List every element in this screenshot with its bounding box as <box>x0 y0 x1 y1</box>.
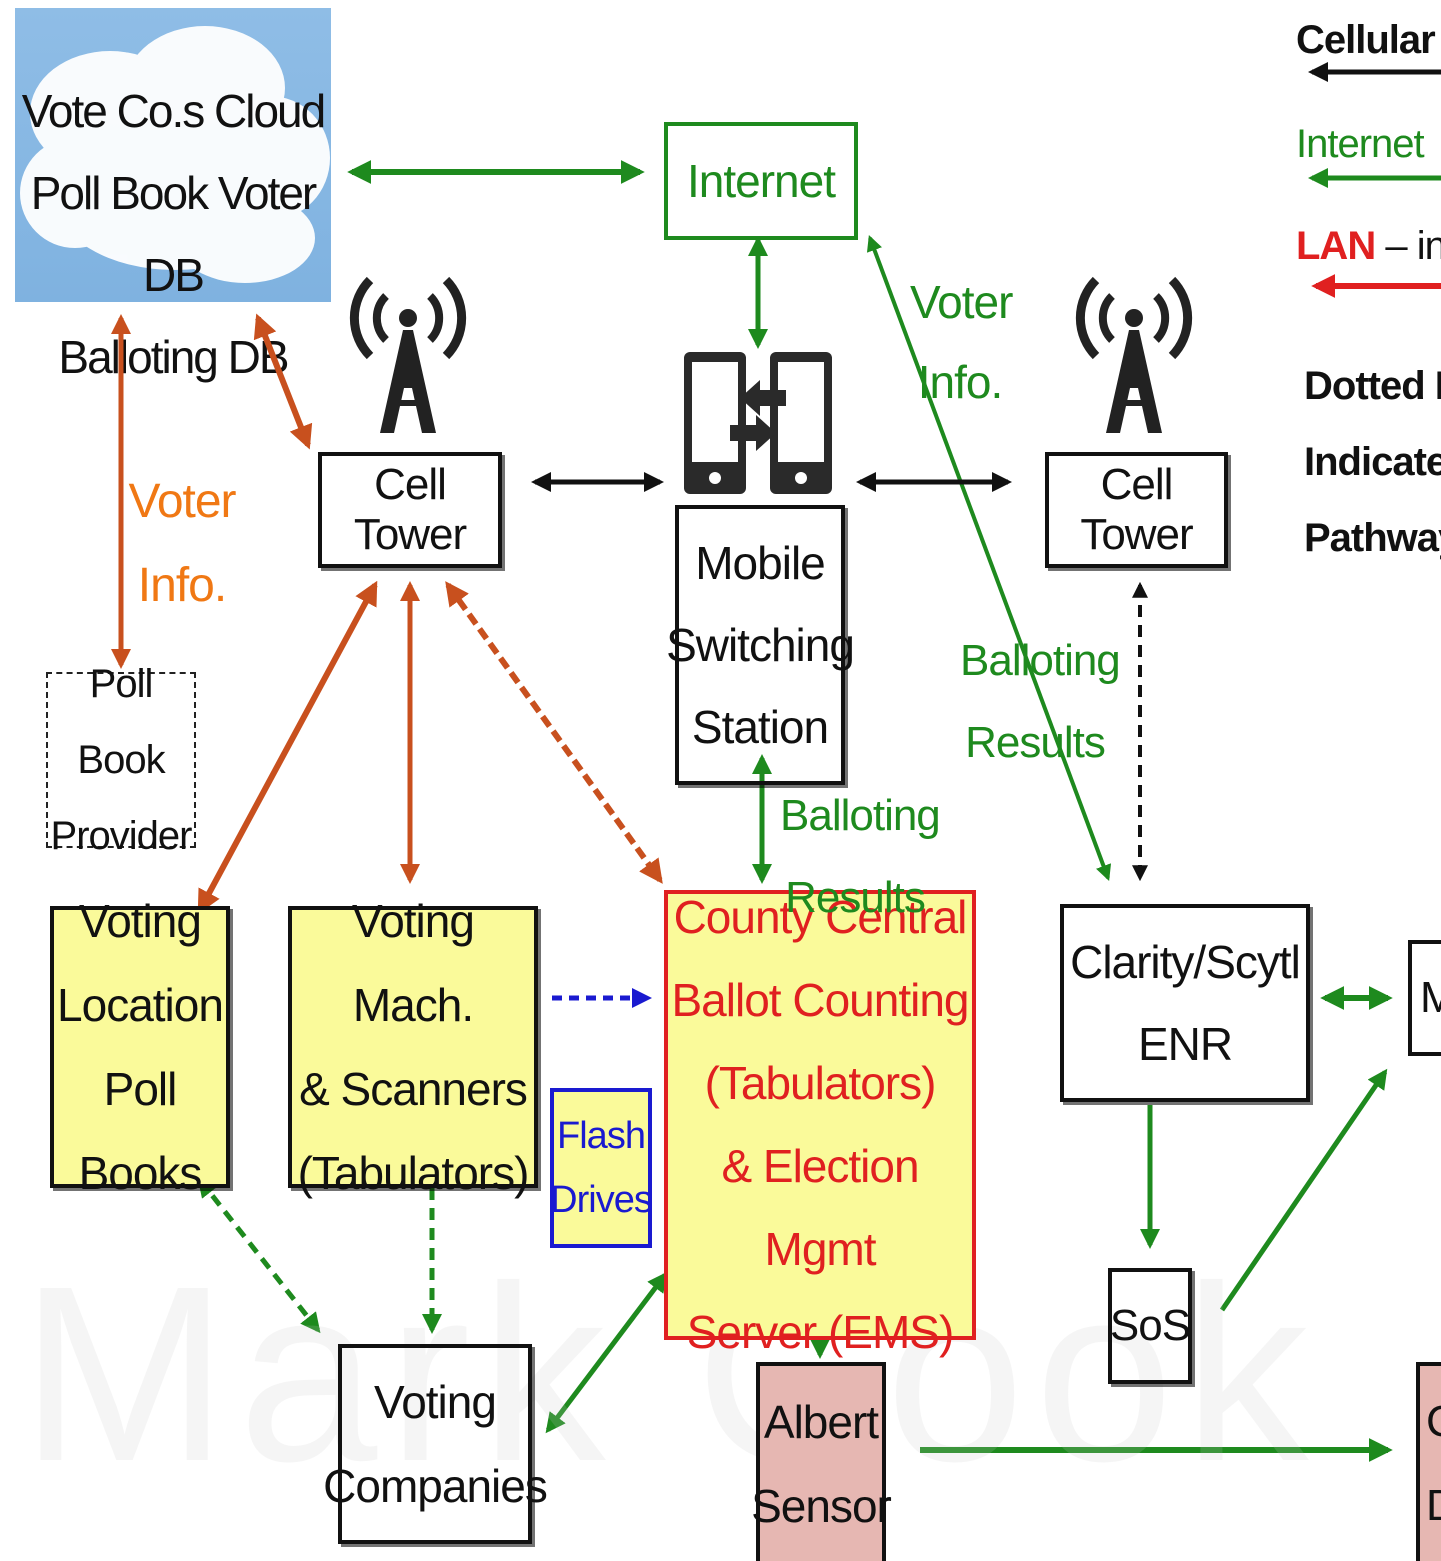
cloud-line-3: Balloting DB <box>58 331 289 383</box>
albert-sensor-line-1: Albert <box>763 1395 879 1448</box>
voter-info-orange-label: Voter Info. <box>128 460 236 628</box>
cloud-background <box>15 8 331 302</box>
voting-location-line-1: Voting <box>79 895 202 947</box>
mobile-switching-box: Mobile Switching Station <box>666 505 855 785</box>
arrow-county-companies <box>545 1271 668 1434</box>
county-central-box: County Central Ballot Counting (Tabulato… <box>664 890 976 1358</box>
voting-machines-line-3: (Tabulators) <box>297 1147 530 1199</box>
partial-right-top-label: M <box>1420 973 1441 1022</box>
balloting-results-center-label: Balloting Results <box>780 775 941 939</box>
county-central-line-3: (Tabulators) <box>704 1057 937 1109</box>
county-central-line-4: & Election Mgmt <box>721 1140 919 1275</box>
cloud-line-1: Vote Co.s Cloud <box>21 85 326 137</box>
legend-cellular: Cellular Ne <box>1296 18 1441 63</box>
voting-location-line-2: Location <box>57 979 224 1031</box>
county-central-line-2: Ballot Counting <box>671 974 970 1026</box>
voter-info-green-line-2: Info. <box>917 356 1004 408</box>
voting-location-box: Voting Location Poll Books <box>50 895 230 1199</box>
poll-book-provider-line-2: Provider <box>50 814 193 858</box>
balloting-results-right-label: Balloting Results <box>960 620 1121 784</box>
balloting-results-center-line-1: Balloting <box>780 791 941 840</box>
voting-companies-box: Voting Companies <box>323 1344 548 1544</box>
partial-right-top-box: M <box>1408 940 1441 1056</box>
flash-drives-line-2: Drives <box>550 1179 653 1221</box>
cell-tower-right-box: Cell Tower <box>1045 452 1228 568</box>
legend-lan-rest: – insec <box>1385 224 1441 268</box>
arrow-enr-internet <box>866 235 1112 881</box>
legend-dotted-line-1: Dotted Lin <box>1304 364 1441 408</box>
arrow-celltower-county <box>445 581 663 884</box>
county-central-line-1: County Central <box>673 891 968 943</box>
legend-dotted-line-3: Pathways <box>1304 516 1441 560</box>
voting-location-line-3: Poll Books <box>78 1063 203 1199</box>
arrow-celltower-location <box>197 580 378 915</box>
voting-machines-box: Voting Mach. & Scanners (Tabulators) <box>288 895 538 1199</box>
sos-label: SoS <box>1109 1301 1191 1350</box>
voting-machines-line-2: & Scanners <box>299 1063 528 1115</box>
cell-tower-left-label: Cell Tower <box>353 460 467 559</box>
voting-companies-line-2: Companies <box>323 1460 548 1512</box>
flash-drives-box: Flash Drives <box>550 1088 653 1248</box>
mobile-switching-line-2: Switching <box>666 619 855 671</box>
partial-right-bottom-line-2: D <box>1426 1464 1441 1548</box>
cell-tower-icon <box>1075 276 1193 433</box>
arrow-location-companies <box>197 1176 321 1334</box>
arrow-cloud-celltower <box>253 313 313 450</box>
legend-dotted: Dotted Lin Indicate Al Pathways <box>1304 348 1441 576</box>
voting-companies-line-1: Voting <box>374 1376 497 1428</box>
internet-label: Internet <box>687 155 836 207</box>
albert-sensor-box: Albert Sensor <box>751 1362 892 1561</box>
partial-right-bottom-box: C D <box>1416 1362 1441 1561</box>
legend-cellular-rest: Ne <box>1435 18 1441 62</box>
poll-book-provider-box: Poll Book Provider <box>46 662 196 858</box>
poll-book-provider-line-1: Poll Book <box>77 662 165 782</box>
cell-tower-icon <box>349 276 467 433</box>
cloud-line-2: Poll Book Voter DB <box>30 167 318 301</box>
voter-info-green-label: Voter Info. <box>910 262 1013 422</box>
legend-internet: Internet <box>1296 122 1425 166</box>
clarity-enr-box: Clarity/Scytl ENR <box>1060 904 1310 1102</box>
voter-info-orange-line-2: Info. <box>137 559 227 612</box>
albert-sensor-line-2: Sensor <box>751 1479 892 1532</box>
voter-info-green-line-1: Voter <box>910 276 1013 328</box>
voting-machines-line-1: Voting Mach. <box>352 895 475 1031</box>
county-central-line-5: Server (EMS) <box>686 1306 955 1358</box>
clarity-enr-line-2: ENR <box>1137 1018 1233 1070</box>
arrow-sos-right <box>1219 1068 1388 1312</box>
partial-right-bottom-line-1: C <box>1426 1380 1441 1464</box>
legend-lan-bold: LAN <box>1296 224 1376 268</box>
cloud-label: Vote Co.s Cloud Poll Book Voter DB Ballo… <box>15 70 331 398</box>
cloud-shape-icon <box>20 26 330 283</box>
voter-info-orange-line-1: Voter <box>128 475 236 528</box>
balloting-results-right-line-2: Results <box>965 718 1106 767</box>
legend-lan: LAN – insec <box>1296 224 1441 269</box>
flash-drives-line-1: Flash <box>557 1115 646 1157</box>
clarity-enr-line-1: Clarity/Scytl <box>1070 936 1301 988</box>
legend-cellular-bold: Cellular <box>1296 18 1436 62</box>
cell-tower-right-label: Cell Tower <box>1080 460 1193 559</box>
internet-box: Internet <box>664 122 858 240</box>
legend-dotted-line-2: Indicate Al <box>1304 440 1441 484</box>
balloting-results-center-line-2: Results <box>785 873 926 922</box>
mobile-switching-line-1: Mobile <box>695 537 826 589</box>
sos-box: SoS <box>1108 1268 1192 1384</box>
mobile-switch-icon <box>684 352 832 494</box>
cell-tower-left-box: Cell Tower <box>318 452 502 568</box>
balloting-results-right-line-1: Balloting <box>960 636 1121 685</box>
mobile-switching-line-3: Station <box>691 701 829 753</box>
